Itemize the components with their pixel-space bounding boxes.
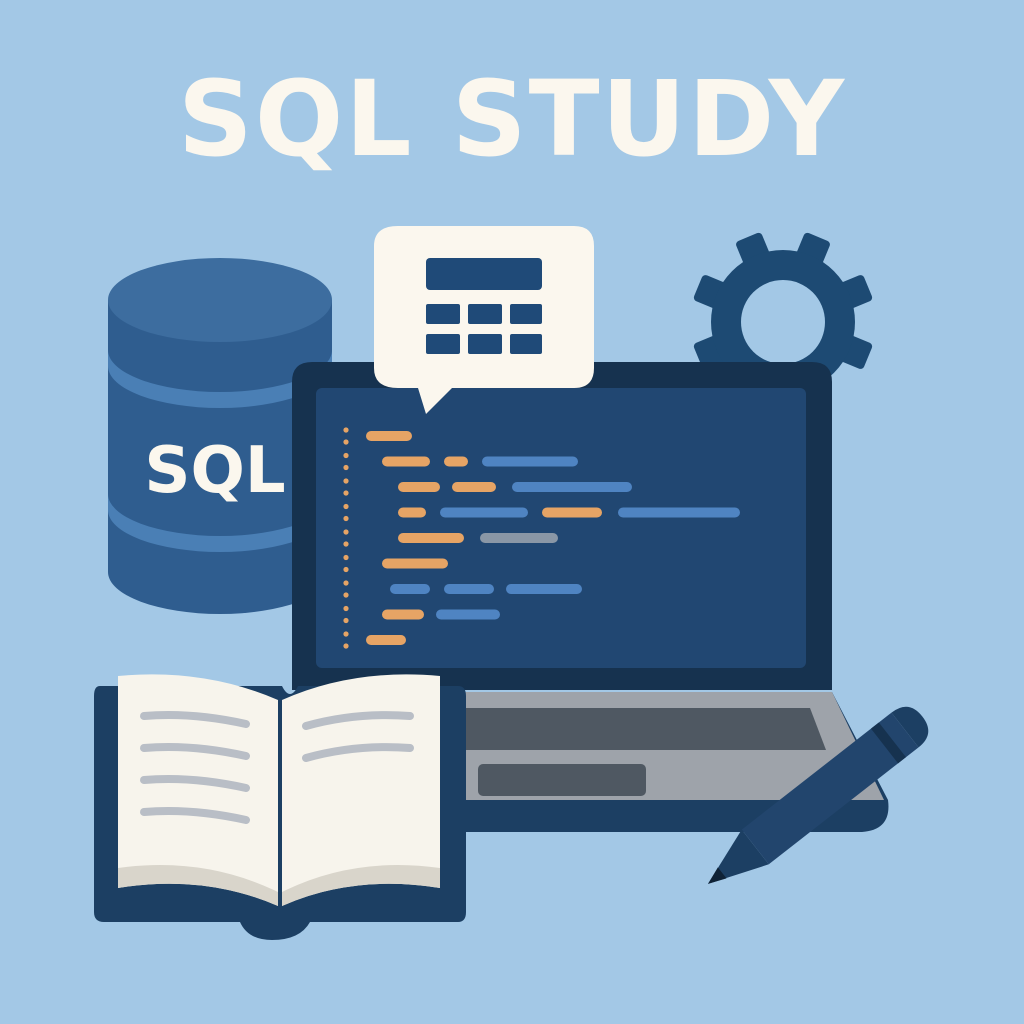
gutter-dot [343,643,349,649]
code-line-segment [506,584,582,594]
keyboard-area [456,708,826,750]
code-line-segment [444,584,494,594]
code-line-segment [440,507,528,518]
pencil-icon [707,706,929,884]
code-line-segment [382,456,430,467]
gutter-dot [343,566,349,573]
laptop-screen [316,388,806,668]
code-line-segment [366,431,412,441]
gutter-dot [343,529,349,535]
code-line-segment [398,533,464,543]
code-line-segment [366,635,406,645]
gutter-dot [343,464,349,471]
gutter-dot [343,427,349,433]
code-line-segment [382,558,448,569]
page-title: SQL STUDY [177,58,847,180]
gutter-dot [343,541,349,547]
gutter-dot [343,478,349,484]
gutter-dot [343,515,349,522]
gutter-dot [343,605,349,612]
open-book-icon [94,674,466,940]
code-line-segment [452,482,496,492]
laptop-icon [292,362,889,832]
gutter-dot [343,490,349,496]
code-line-segment [382,609,424,620]
gutter-dot [343,580,349,586]
code-editor [343,427,740,649]
gutter-dot [343,439,349,445]
code-line-segment [542,507,602,518]
code-line-segment [618,507,740,518]
code-line-segment [444,456,468,467]
code-line-segment [482,456,578,467]
code-line-segment [480,533,558,543]
gutter-dot [343,452,349,459]
database-cylinder-icon: SQL [108,258,332,614]
gutter-dot [343,631,349,637]
trackpad [478,764,646,796]
gutter-dot [343,503,349,510]
code-line-segment [512,482,632,492]
table-grid-speech-bubble-icon [374,226,594,414]
code-line-segment [398,507,426,518]
gutter-dot [343,592,349,598]
code-line-segment [436,609,500,620]
database-label: SQL [144,434,285,508]
gutter-dot [343,617,349,624]
code-line-segment [398,482,440,492]
gutter-dot [343,554,349,561]
code-line-segment [390,584,430,594]
